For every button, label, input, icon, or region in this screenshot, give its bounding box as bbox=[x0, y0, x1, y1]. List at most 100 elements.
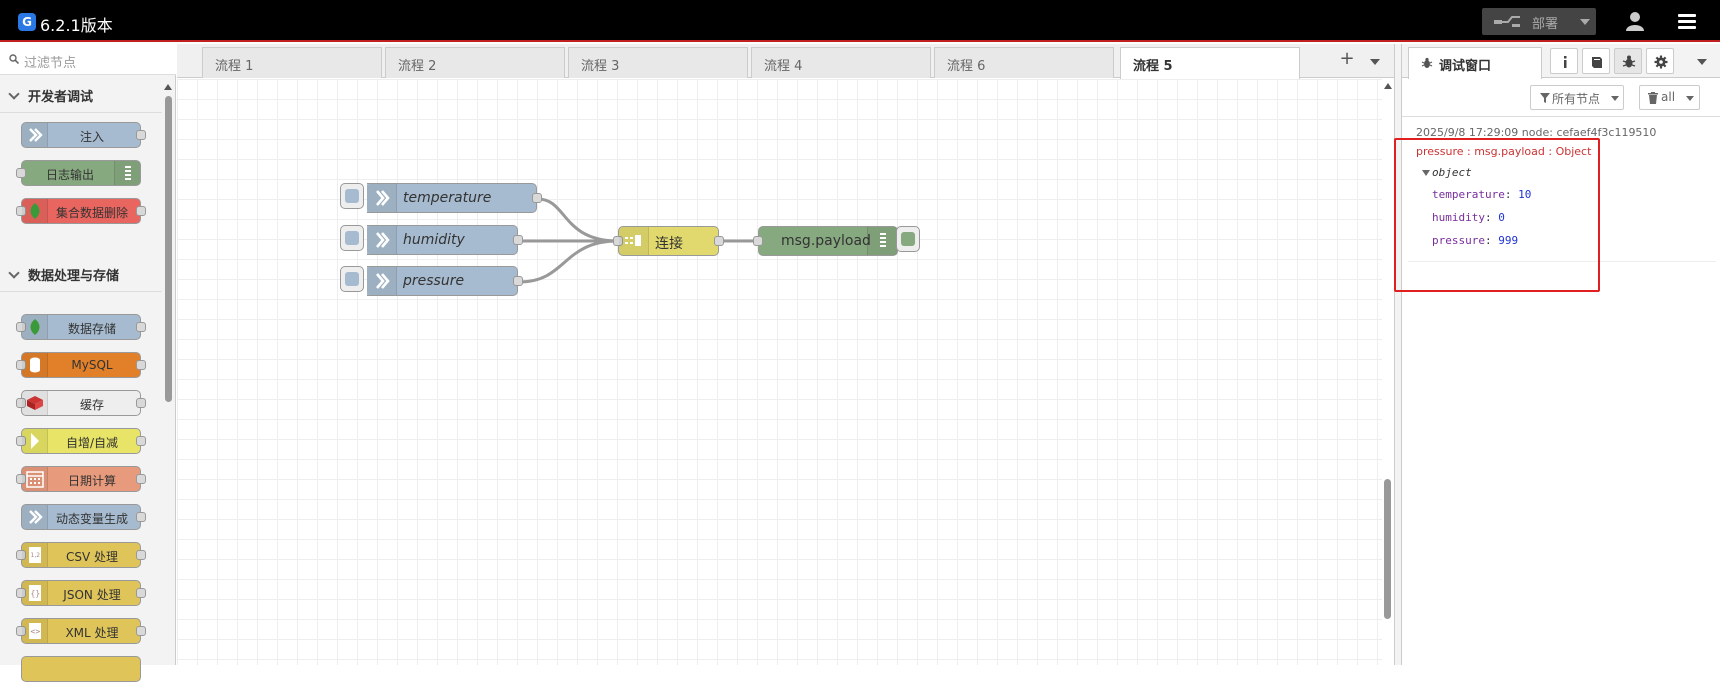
input-port[interactable] bbox=[613, 236, 623, 246]
app-logo-icon: G bbox=[18, 13, 36, 31]
output-port[interactable] bbox=[513, 276, 523, 286]
add-tab-icon[interactable]: + bbox=[1339, 48, 1355, 69]
csv-icon: 1,2 bbox=[22, 543, 48, 567]
flow-node-temperature[interactable]: temperature bbox=[367, 183, 542, 213]
sidebar-menu-icon[interactable] bbox=[1697, 59, 1707, 65]
scroll-thumb[interactable] bbox=[165, 96, 172, 402]
chevron-down-icon bbox=[8, 88, 20, 100]
sidebar-resize-handle[interactable] bbox=[1394, 44, 1402, 665]
palette-node-csv[interactable]: 1,2 CSV 处理 bbox=[16, 542, 146, 568]
output-port[interactable] bbox=[136, 588, 146, 598]
input-port[interactable] bbox=[16, 398, 26, 408]
output-port[interactable] bbox=[513, 235, 523, 245]
output-port[interactable] bbox=[136, 206, 146, 216]
palette-node-date-calc[interactable]: 日期计算 bbox=[16, 466, 146, 492]
main-menu-icon[interactable] bbox=[1676, 10, 1700, 34]
flow-node-pressure[interactable]: pressure bbox=[367, 266, 523, 296]
input-port[interactable] bbox=[16, 206, 26, 216]
palette-node-collection-delete[interactable]: 集合数据删除 bbox=[16, 198, 146, 224]
search-input[interactable]: 过滤节点 bbox=[24, 56, 77, 71]
output-port[interactable] bbox=[714, 236, 724, 246]
input-port[interactable] bbox=[16, 626, 26, 636]
output-port[interactable] bbox=[136, 398, 146, 408]
output-port[interactable] bbox=[136, 360, 146, 370]
tab-label: 流程 5 bbox=[1133, 59, 1173, 74]
debug-toggle-button[interactable] bbox=[896, 226, 920, 252]
property-value: 999 bbox=[1498, 234, 1519, 247]
palette-node-xml[interactable]: <> XML 处理 bbox=[16, 618, 146, 644]
output-port[interactable] bbox=[136, 130, 146, 140]
debug-button[interactable] bbox=[1614, 48, 1642, 74]
user-icon[interactable] bbox=[1622, 9, 1648, 35]
input-port[interactable] bbox=[16, 474, 26, 484]
scroll-up-icon[interactable] bbox=[1384, 83, 1392, 89]
palette-node-json[interactable]: {} JSON 处理 bbox=[16, 580, 146, 606]
palette-node-dynamic-var[interactable]: 动态变量生成 bbox=[21, 504, 146, 530]
palette-node-data-store[interactable]: 数据存储 bbox=[16, 314, 146, 340]
palette-node-partial[interactable] bbox=[21, 656, 141, 682]
category-dev-debug[interactable]: 开发者调试 bbox=[0, 77, 162, 113]
object-toggle[interactable]: object bbox=[1422, 166, 1472, 179]
palette-node-inject[interactable]: 注入 bbox=[21, 122, 146, 148]
inject-trigger-button[interactable] bbox=[340, 183, 364, 209]
svg-text:{}: {} bbox=[31, 589, 41, 598]
node-label: msg.payload bbox=[781, 233, 871, 249]
tab-menu-icon[interactable] bbox=[1370, 59, 1380, 65]
message-meta: 2025/9/8 17:29:09 node: cefaef4f3c119510 bbox=[1416, 126, 1657, 139]
inject-trigger-button[interactable] bbox=[340, 266, 364, 292]
deploy-label: 部署 bbox=[1532, 17, 1559, 32]
flow-canvas[interactable]: temperature humidity pressure bbox=[177, 79, 1382, 665]
flow-node-humidity[interactable]: humidity bbox=[367, 225, 523, 255]
flow-node-debug[interactable]: msg.payload bbox=[753, 226, 898, 256]
output-port[interactable] bbox=[532, 193, 542, 203]
deploy-options-icon[interactable] bbox=[1580, 19, 1590, 25]
input-port[interactable] bbox=[16, 322, 26, 332]
help-button[interactable] bbox=[1582, 48, 1610, 74]
tab-flow-4[interactable]: 流程 4 bbox=[751, 47, 931, 78]
category-data-storage[interactable]: 数据处理与存储 bbox=[0, 256, 162, 292]
info-button[interactable] bbox=[1550, 48, 1578, 74]
workspace-scrollbar[interactable] bbox=[1382, 79, 1394, 665]
category-label: 数据处理与存储 bbox=[28, 269, 120, 284]
input-port[interactable] bbox=[16, 588, 26, 598]
clear-messages-dropdown[interactable]: all bbox=[1639, 85, 1700, 110]
output-port[interactable] bbox=[136, 474, 146, 484]
inject-trigger-button[interactable] bbox=[340, 225, 364, 251]
output-port[interactable] bbox=[136, 512, 146, 522]
palette-node-debug[interactable]: 日志输出 bbox=[16, 160, 141, 186]
flow-node-join[interactable]: 连接 bbox=[613, 226, 724, 256]
palette-node-label: 动态变量生成 bbox=[55, 512, 128, 526]
palette-search[interactable]: 过滤节点 bbox=[0, 44, 176, 75]
palette-node-increment[interactable]: 自增/自减 bbox=[16, 428, 146, 454]
tab-flow-2[interactable]: 流程 2 bbox=[385, 47, 565, 78]
tab-debug[interactable]: 调试窗口 bbox=[1408, 47, 1542, 79]
tab-flow-5[interactable]: 流程 5 bbox=[1120, 47, 1300, 79]
message-topic: pressure : msg.payload : Object bbox=[1416, 145, 1592, 158]
scroll-thumb[interactable] bbox=[1384, 479, 1391, 619]
output-port[interactable] bbox=[136, 322, 146, 332]
redis-icon bbox=[22, 391, 48, 415]
filter-nodes-dropdown[interactable]: 所有节点 bbox=[1530, 85, 1624, 110]
output-port[interactable] bbox=[136, 550, 146, 560]
input-port[interactable] bbox=[16, 550, 26, 560]
palette-node-cache[interactable]: 缓存 bbox=[16, 390, 146, 416]
debug-message[interactable]: 2025/9/8 17:29:09 node: cefaef4f3c119510… bbox=[1408, 122, 1716, 262]
input-port[interactable] bbox=[16, 436, 26, 446]
deploy-button[interactable]: 部署 bbox=[1482, 8, 1596, 35]
tab-flow-6[interactable]: 流程 6 bbox=[934, 47, 1114, 78]
palette-scrollbar[interactable] bbox=[163, 84, 174, 665]
output-port[interactable] bbox=[136, 436, 146, 446]
debug-toolbar: 所有节点 all bbox=[1402, 79, 1720, 117]
palette-node-mysql[interactable]: MySQL bbox=[16, 352, 146, 378]
input-port[interactable] bbox=[753, 236, 763, 246]
property-key: temperature bbox=[1432, 188, 1505, 201]
input-port[interactable] bbox=[16, 360, 26, 370]
settings-button[interactable] bbox=[1646, 48, 1674, 74]
tab-flow-3[interactable]: 流程 3 bbox=[568, 47, 748, 78]
tab-flow-1[interactable]: 流程 1 bbox=[202, 47, 382, 78]
sidebar: 调试窗口 所有节点 all 2025/9/8 17:29:09 node: ce… bbox=[1402, 44, 1720, 665]
app-title: 6.2.1版本 bbox=[40, 16, 113, 35]
scroll-up-icon[interactable] bbox=[164, 84, 172, 90]
output-port[interactable] bbox=[136, 626, 146, 636]
input-port[interactable] bbox=[16, 168, 26, 178]
